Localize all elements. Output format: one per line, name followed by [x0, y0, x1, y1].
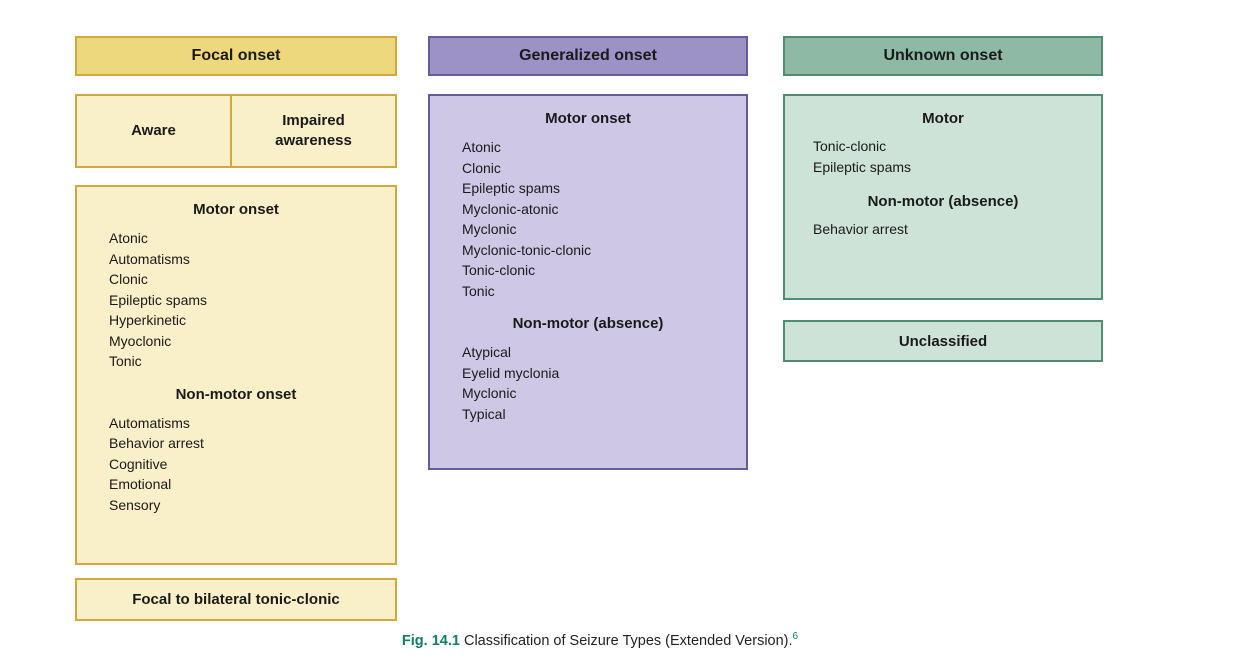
list-item: Automatisms	[109, 414, 190, 431]
unknown-motor-title: Motor	[922, 110, 964, 127]
list-item: Myclonic-atonic	[462, 200, 559, 217]
generalized-onset-header: Generalized onset	[428, 36, 748, 76]
generalized-nonmotor-title: Non-motor (absence)	[512, 315, 664, 332]
list-item: Clonic	[109, 271, 148, 287]
list-item: Myoclonic	[109, 332, 172, 349]
figure-caption-number: Fig. 14.1	[401, 632, 460, 649]
focal-awareness-box: Aware Impaired awareness	[75, 94, 397, 168]
focal-onset-title: Focal onset	[191, 47, 281, 64]
list-item: Behavior arrest	[109, 435, 204, 451]
focal-motor-title: Motor onset	[193, 201, 279, 218]
list-item: Typical	[462, 405, 506, 422]
unknown-nonmotor-title: Non-motor (absence)	[867, 193, 1019, 210]
aware-cell: Aware	[77, 96, 232, 166]
list-item: Eyelid myclonia	[462, 364, 560, 381]
list-item: Cognitive	[109, 455, 168, 472]
focal-bilateral-box: Focal to bilateral tonic-clonic	[75, 578, 397, 621]
focal-nonmotor-title: Non-motor onset	[175, 385, 297, 403]
focal-onset-header: Focal onset	[75, 36, 397, 76]
unknown-onset-header: Unknown onset	[783, 36, 1103, 76]
unclassified-label: Unclassified	[898, 332, 988, 350]
impaired-awareness-label: Impaired awareness	[275, 112, 352, 149]
list-item: Myclonic-tonic-clonic	[462, 241, 592, 258]
list-item: Tonic-clonic	[813, 138, 887, 154]
unknown-onset-title: Unknown onset	[883, 47, 1003, 64]
generalized-onset-title: Generalized onset	[519, 47, 657, 64]
figure-caption: Fig. 14.1 Classification of Seizure Type…	[100, 631, 1100, 649]
list-item: Tonic-clonic	[462, 262, 536, 278]
list-item: Atypical	[462, 344, 512, 360]
figure-caption-text: Classification of Seizure Types (Extende…	[459, 632, 793, 649]
list-item: Automatisms	[109, 250, 190, 267]
unclassified-box: Unclassified	[783, 320, 1103, 362]
list-item: Clonic	[462, 159, 501, 176]
impaired-awareness-cell: Impaired awareness	[232, 96, 395, 166]
list-item: Tonic	[462, 282, 495, 299]
list-item: Emotional	[109, 476, 172, 492]
generalized-motor-title: Motor onset	[545, 110, 631, 127]
aware-label: Aware	[131, 122, 176, 139]
list-item: Epileptic spams	[109, 291, 208, 308]
list-item: Atonic	[462, 139, 501, 155]
list-item: Hyperkinetic	[109, 312, 187, 328]
list-item: Atonic	[109, 230, 148, 246]
unknown-nonmotor-list: Behavior arrest	[785, 219, 1101, 240]
list-item: Myclonic	[462, 385, 517, 401]
list-item: Epileptic spams	[813, 158, 912, 175]
list-item: Behavior arrest	[813, 221, 908, 237]
figure-caption-superscript: 6	[792, 631, 799, 642]
list-item: Sensory	[109, 496, 161, 513]
focal-bilateral-label: Focal to bilateral tonic-clonic	[132, 591, 340, 608]
list-item: Tonic	[109, 353, 142, 369]
list-item: Myclonic	[462, 221, 517, 237]
list-item: Epileptic spams	[462, 180, 561, 196]
